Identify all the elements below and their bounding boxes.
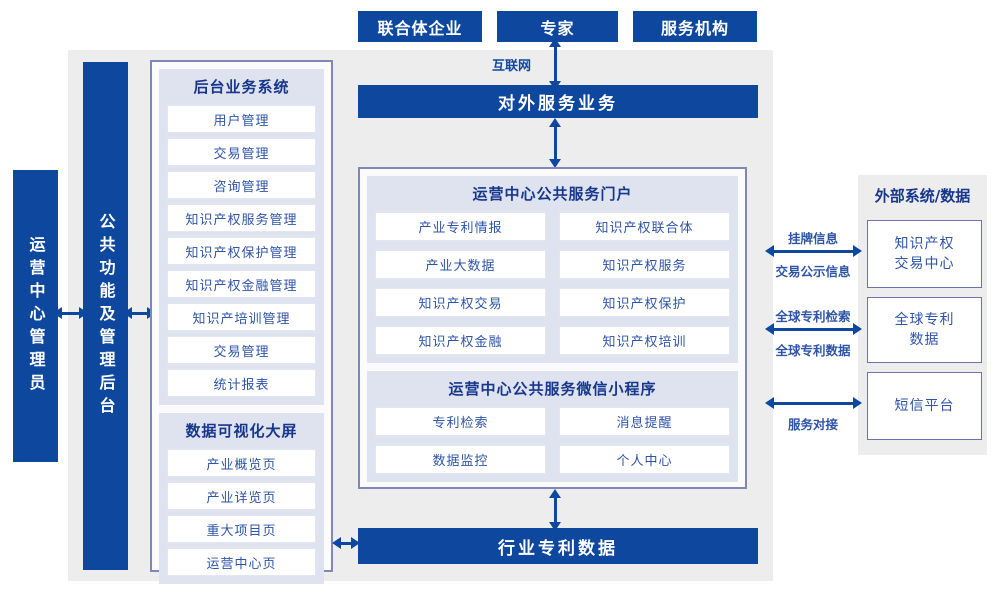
actor-service-agencies: 服务机构	[633, 11, 757, 42]
external-systems-title: 外部系统/数据	[874, 187, 971, 205]
list-item: 知识产权服务	[559, 250, 730, 279]
backend-business-section: 后台业务系统 用户管理 交易管理 咨询管理 知识产权服务管理 知识产权保护管理 …	[159, 69, 324, 405]
link-label: 挂牌信息	[787, 231, 838, 246]
external-service-bar: 对外服务业务	[358, 85, 758, 118]
list-item: 重大项目页	[167, 515, 316, 543]
ext-line: 全球专利	[894, 312, 955, 328]
section-title: 运营中心公共服务微信小程序	[448, 380, 657, 398]
bidir-arrow-icon	[765, 323, 862, 335]
list-item: 产业大数据	[375, 250, 546, 279]
external-system-global-patent-data: 全球专利 数据	[867, 297, 982, 363]
bidir-arrow-icon	[765, 397, 862, 409]
list-item: 个人中心	[559, 445, 730, 474]
rail-public-functions-backend: 公共功能及管理后台	[83, 62, 128, 570]
list-item: 交易管理	[167, 138, 316, 166]
industry-patent-data-bar: 行业专利数据	[358, 528, 758, 564]
external-system-ip-exchange: 知识产权 交易中心	[867, 220, 982, 288]
left-panel: 后台业务系统 用户管理 交易管理 咨询管理 知识产权服务管理 知识产权保护管理 …	[150, 60, 333, 584]
list-item: 产业详览页	[167, 482, 316, 510]
list-item: 知识产权保护	[559, 288, 730, 317]
list-item: 知识产权服务管理	[167, 204, 316, 232]
center-panel: 运营中心公共服务门户 产业专利情报 知识产权联合体 产业大数据 知识产权服务 知…	[358, 167, 747, 489]
section-title: 数据可视化大屏	[185, 422, 298, 440]
list-item: 知识产权培训	[559, 326, 730, 355]
internet-label: 互联网	[492, 59, 532, 74]
external-system-sms-platform: 短信平台	[867, 372, 982, 440]
list-item: 专利检索	[375, 407, 546, 436]
section-title: 运营中心公共服务门户	[472, 185, 633, 203]
bidir-arrow-icon	[549, 118, 561, 168]
list-item: 知识产权联合体	[559, 212, 730, 241]
rail-operations-center-admin: 运营中心管理员	[13, 170, 58, 462]
ext-line: 交易中心	[894, 256, 955, 272]
bidir-arrow-icon	[123, 307, 156, 319]
portal-grid: 产业专利情报 知识产权联合体 产业大数据 知识产权服务 知识产权交易 知识产权保…	[375, 212, 730, 355]
list-item: 产业概览页	[167, 449, 316, 477]
list-item: 知识产权交易	[375, 288, 546, 317]
actor-experts: 专家	[497, 11, 618, 42]
link-label: 全球专利检索	[775, 309, 851, 324]
list-item: 知识产权金融管理	[167, 270, 316, 298]
actor-consortium-enterprises: 联合体企业	[358, 11, 482, 42]
miniprogram-grid: 专利检索 消息提醒 数据监控 个人中心	[375, 407, 730, 474]
list-item: 数据监控	[375, 445, 546, 474]
wechat-miniprogram-section: 运营中心公共服务微信小程序 专利检索 消息提醒 数据监控 个人中心	[367, 371, 738, 482]
bidir-arrow-icon	[53, 307, 88, 319]
public-service-portal-section: 运营中心公共服务门户 产业专利情报 知识产权联合体 产业大数据 知识产权服务 知…	[367, 176, 738, 363]
data-visualization-section: 数据可视化大屏 产业概览页 产业详览页 重大项目页 运营中心页	[159, 413, 324, 584]
list-item: 产业专利情报	[375, 212, 546, 241]
ext-line: 短信平台	[894, 398, 955, 414]
bidir-arrow-icon	[332, 537, 360, 549]
section-title: 后台业务系统	[193, 78, 290, 96]
list-item: 统计报表	[167, 369, 316, 397]
list-item: 交易管理	[167, 336, 316, 364]
list-item: 知识产权保护管理	[167, 237, 316, 265]
bidir-arrow-icon	[549, 38, 561, 90]
link-label: 交易公示信息	[775, 264, 851, 279]
list-item: 消息提醒	[559, 407, 730, 436]
list-item: 知识产权金融	[375, 326, 546, 355]
bidir-arrow-icon	[549, 489, 561, 531]
ext-line: 知识产权	[894, 236, 955, 252]
link-label: 服务对接	[787, 417, 838, 432]
ext-line: 数据	[909, 332, 940, 348]
bidir-arrow-icon	[765, 245, 862, 257]
list-item: 用户管理	[167, 105, 316, 133]
list-item: 咨询管理	[167, 171, 316, 199]
list-item: 知识产培训管理	[167, 303, 316, 331]
list-item: 运营中心页	[167, 548, 316, 576]
link-label: 全球专利数据	[775, 343, 851, 358]
